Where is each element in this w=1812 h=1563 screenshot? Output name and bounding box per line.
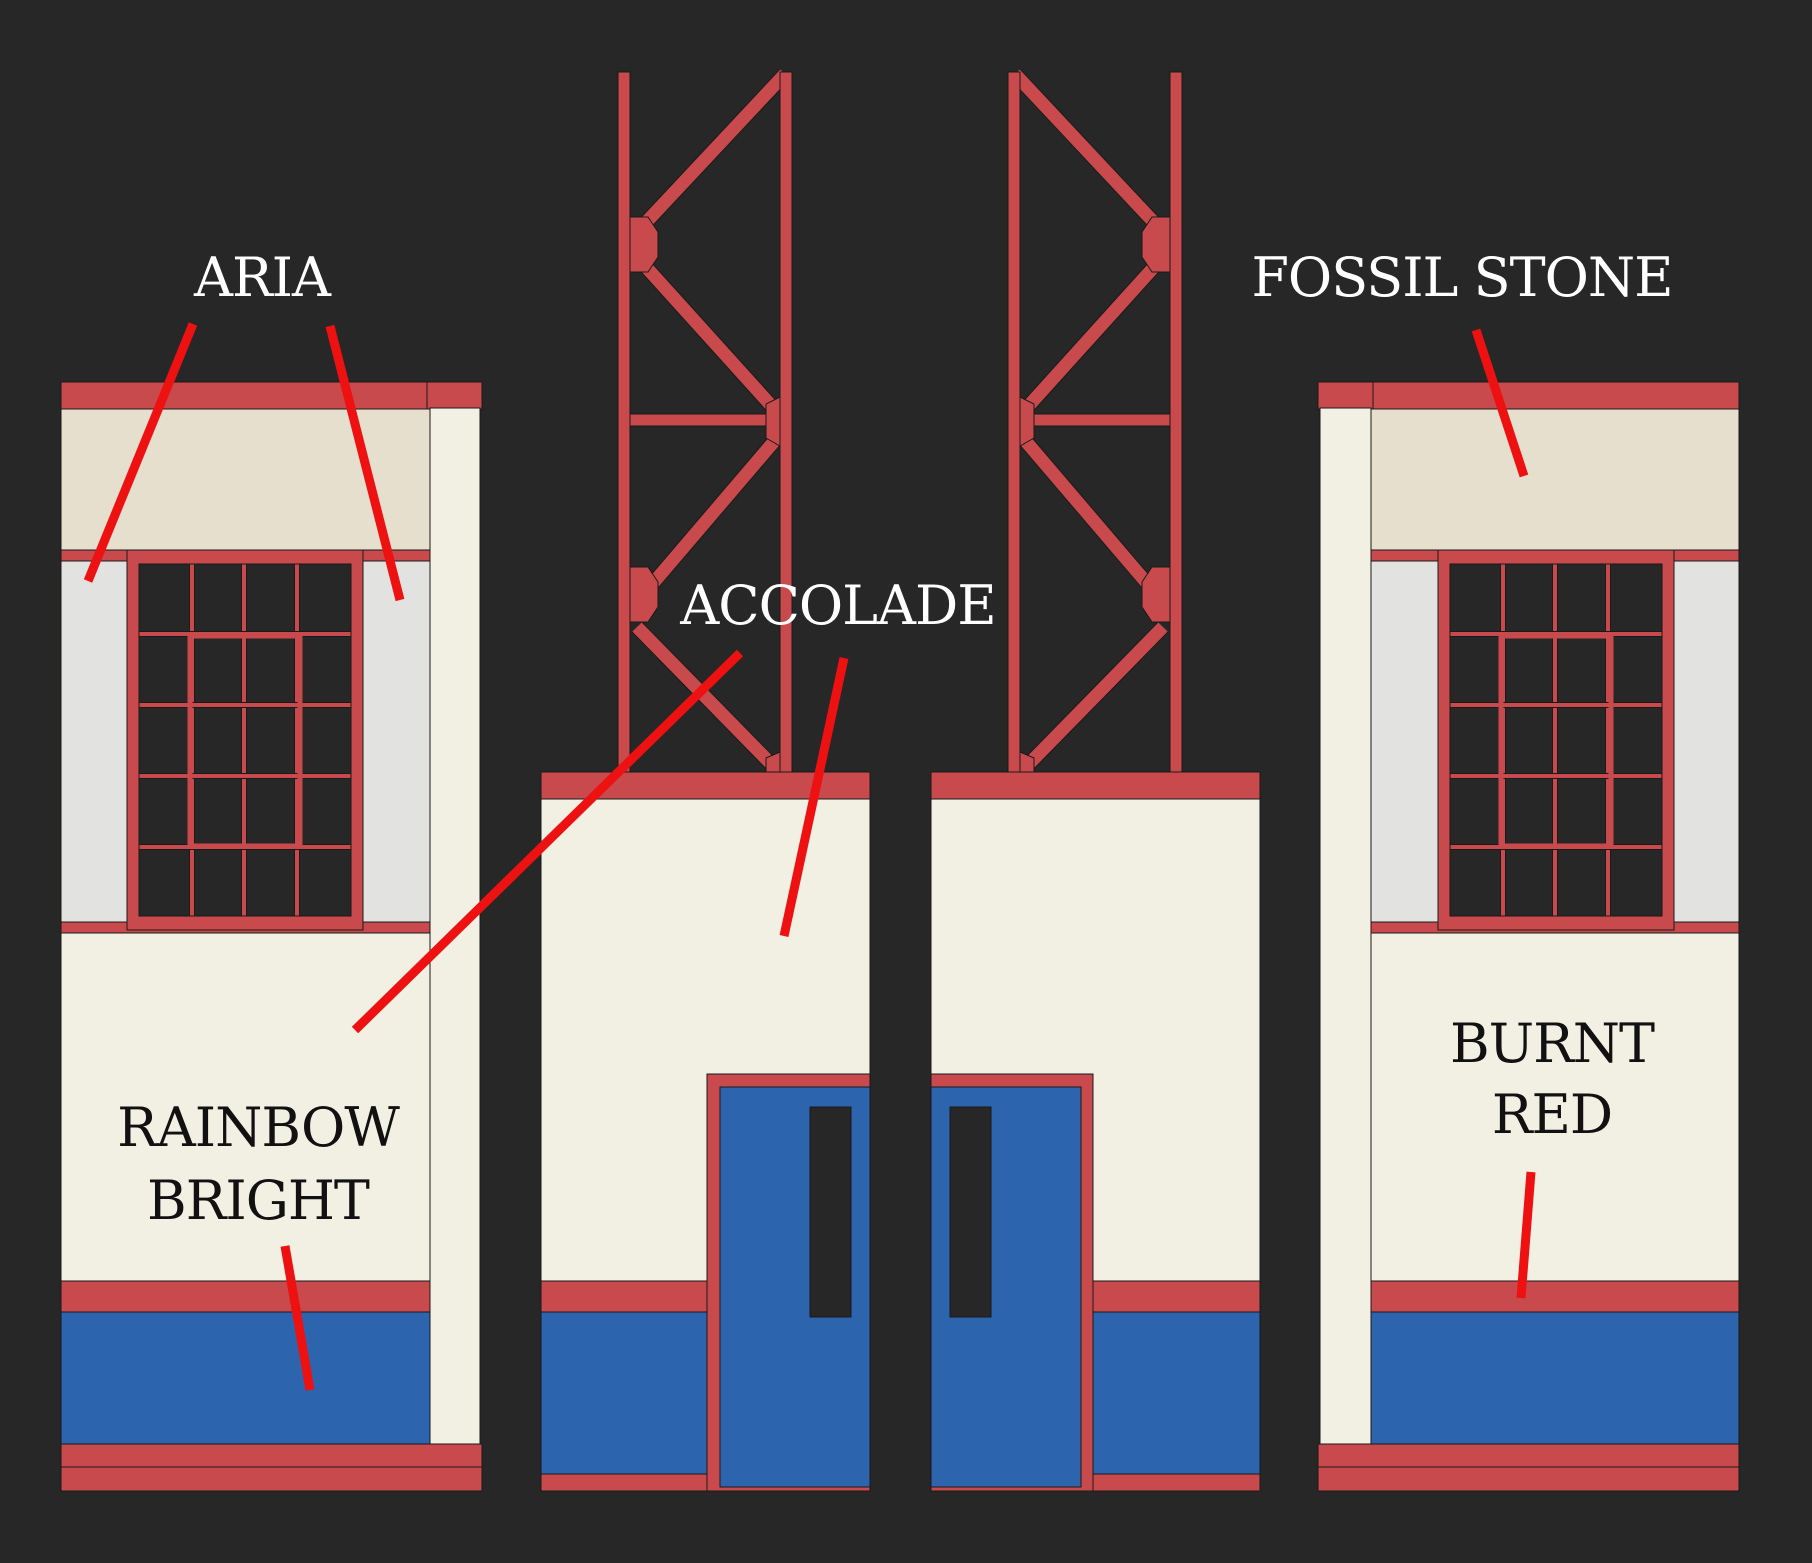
pointer-accolade-left <box>351 649 744 1034</box>
tower-brace <box>632 252 782 417</box>
right-skirting <box>1317 1443 1740 1468</box>
tower-brace <box>1010 69 1168 237</box>
tower-brace <box>1018 622 1168 775</box>
label-burnt-red-line2: RED <box>1492 1083 1612 1146</box>
tower-strut <box>1026 413 1176 427</box>
pointer-aria-right <box>325 324 405 602</box>
left-window-transom <box>138 773 352 779</box>
tower-brace <box>632 433 782 607</box>
center-right-dado-rail <box>1092 1280 1261 1313</box>
right-window <box>1437 549 1675 931</box>
center-left-dado-rail <box>540 1280 708 1313</box>
tower-post-outer <box>617 71 631 773</box>
center-right-top-trim <box>930 771 1261 800</box>
pointer-accolade-right <box>779 657 849 937</box>
left-window-mullion <box>241 563 247 917</box>
left-top-trim-cap <box>426 381 483 410</box>
label-aria: ARIA <box>193 246 332 309</box>
right-side-panel-b <box>1671 560 1740 923</box>
right-cream-wall <box>1370 932 1740 1282</box>
right-blue-dado <box>1370 1311 1740 1445</box>
tower-gusset <box>629 216 659 273</box>
tower-gusset <box>1141 566 1171 623</box>
tower-gusset <box>629 566 659 623</box>
right-wall-panel <box>1317 381 1740 1492</box>
left-skirting <box>60 1443 483 1468</box>
pointer-fossil-stone <box>1471 328 1529 478</box>
left-side-panel-a <box>60 560 128 923</box>
right-window-transom <box>1449 702 1663 708</box>
left-window-sash <box>187 633 303 849</box>
left-blue-dado <box>60 1311 431 1445</box>
center-left-block <box>540 771 871 1492</box>
right-lattice-tower <box>1007 68 1183 776</box>
pointer-rainbow-bright <box>280 1245 315 1391</box>
tower-post-outer <box>1169 71 1183 773</box>
left-window <box>126 549 364 931</box>
tower-brace <box>1018 433 1168 607</box>
right-window-sash <box>1498 633 1614 849</box>
left-dado-rail <box>60 1280 431 1313</box>
left-top-trim <box>60 381 428 410</box>
left-side-panel-b <box>362 560 431 923</box>
label-rainbow-bright-line1: RAINBOW <box>117 1096 400 1159</box>
pointer-burnt-red <box>1516 1171 1536 1299</box>
tower-gusset <box>1019 396 1035 447</box>
right-pillar <box>1319 407 1372 1445</box>
right-dado-rail <box>1370 1280 1740 1313</box>
right-window-mullion <box>1552 563 1558 917</box>
center-left-blue-dado <box>540 1311 708 1475</box>
right-top-trim-cap <box>1317 381 1374 410</box>
tower-gusset <box>765 396 781 447</box>
center-left-skirting <box>540 1473 708 1492</box>
center-right-blue-dado <box>1092 1311 1261 1475</box>
left-fossil-band <box>60 407 431 551</box>
label-burnt-red-line1: BURNT <box>1450 1012 1655 1075</box>
left-cream-wall <box>60 932 431 1282</box>
center-right-skirting <box>1092 1473 1261 1492</box>
center-right-block <box>930 771 1261 1492</box>
right-side-panel-a <box>1370 560 1439 923</box>
right-fossil-band <box>1370 407 1740 551</box>
left-skirting-base <box>60 1466 483 1492</box>
center-left-door-vision-panel <box>809 1106 852 1318</box>
label-rainbow-bright-line2: BRIGHT <box>147 1169 370 1232</box>
center-right-door-vision-panel <box>949 1106 992 1318</box>
tower-post-inner <box>1007 71 1021 773</box>
label-fossil-stone: FOSSIL STONE <box>1251 246 1672 309</box>
pointer-aria-left <box>83 322 198 583</box>
tower-brace <box>632 69 790 237</box>
right-top-trim <box>1372 381 1740 410</box>
left-lattice-tower <box>617 68 793 776</box>
left-wall-panel <box>60 381 483 1492</box>
left-window-transom <box>138 702 352 708</box>
tower-post-inner <box>779 71 793 773</box>
tower-brace <box>1018 252 1168 417</box>
tower-strut <box>624 413 774 427</box>
tower-gusset <box>1141 216 1171 273</box>
right-window-transom <box>1449 773 1663 779</box>
label-accolade: ACCOLADE <box>679 574 995 637</box>
right-skirting-base <box>1317 1466 1740 1492</box>
tower-brace <box>632 622 782 775</box>
